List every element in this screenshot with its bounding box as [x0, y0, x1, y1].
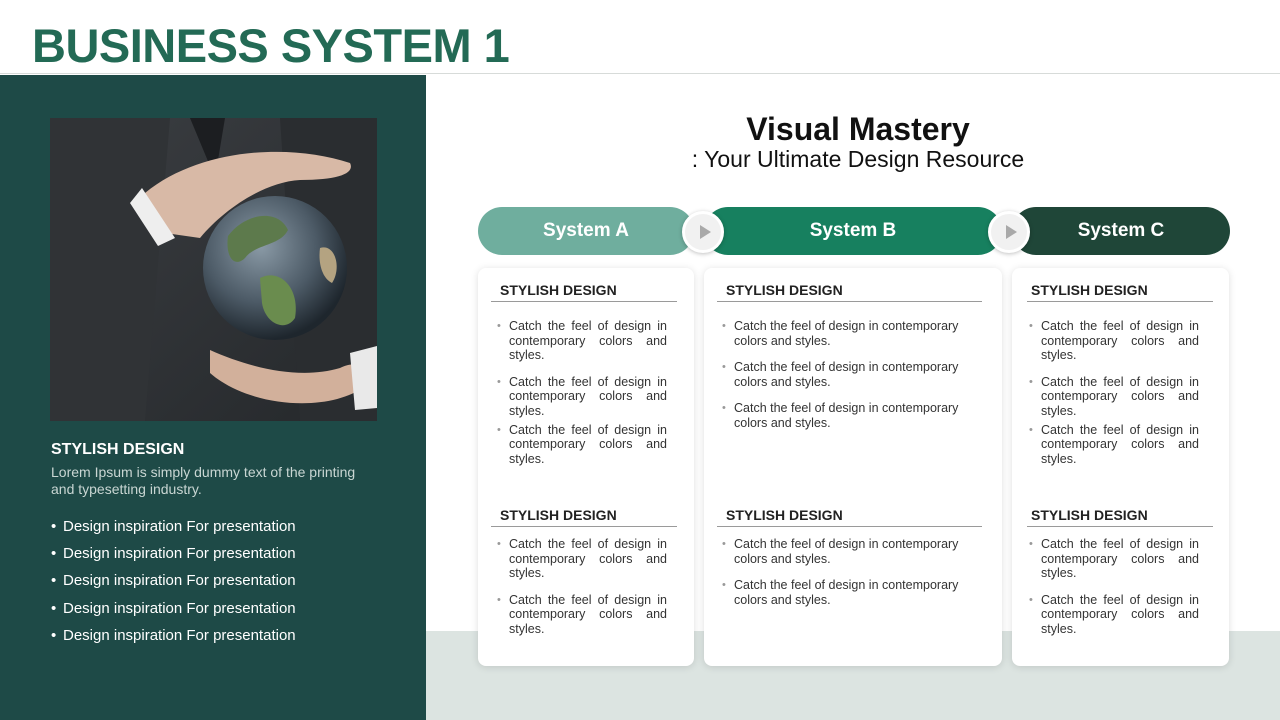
title-divider: [0, 73, 1280, 74]
list-item: •Catch the feel of design in contemporar…: [497, 319, 667, 363]
list-item: •Design inspiration For presentation: [51, 626, 296, 644]
system-a-card: STYLISH DESIGN •Catch the feel of design…: [478, 268, 694, 666]
system-a-pill: System A: [478, 207, 694, 255]
bullet-dot-icon: •: [51, 518, 57, 535]
list-item: •Catch the feel of design in contemporar…: [1029, 374, 1199, 418]
bullet-list: •Catch the feel of design in contemporar…: [497, 319, 667, 466]
list-item: •Design inspiration For presentation: [51, 572, 296, 590]
list-item: •Design inspiration For presentation: [51, 599, 296, 617]
bullet-list: •Catch the feel of design in contemporar…: [1029, 537, 1199, 637]
bullet-dot-icon: •: [51, 626, 57, 644]
section-heading: STYLISH DESIGN: [500, 507, 617, 523]
list-item: •Catch the feel of design in contemporar…: [1029, 319, 1199, 363]
section-heading: STYLISH DESIGN: [1031, 507, 1148, 523]
section-divider: [717, 526, 982, 527]
section-divider: [491, 526, 677, 527]
section-divider: [717, 301, 982, 302]
list-item: •Catch the feel of design in contemporar…: [497, 592, 667, 636]
globe-illustration: [50, 118, 377, 421]
page-title: BUSINESS SYSTEM 1: [32, 19, 510, 72]
section-heading: STYLISH DESIGN: [726, 507, 843, 523]
system-c-pill: System C: [1012, 207, 1230, 255]
section-divider: [1027, 526, 1213, 527]
system-b-pill: System B: [704, 207, 1002, 255]
list-item: •Design inspiration For presentation: [51, 545, 296, 563]
system-c-card: STYLISH DESIGN •Catch the feel of design…: [1012, 268, 1229, 666]
list-item: •Catch the feel of design in contemporar…: [1029, 592, 1199, 636]
list-item: •Catch the feel of design in contemporar…: [497, 374, 667, 418]
left-panel-description: Lorem Ipsum is simply dummy text of the …: [51, 464, 356, 497]
play-arrow-icon: [682, 211, 724, 253]
list-item: •Catch the feel of design in contemporar…: [497, 537, 667, 581]
globe-in-hands-photo: [50, 118, 377, 421]
main-subtitle: : Your Ultimate Design Resource: [691, 146, 1025, 172]
bullet-list: •Catch the feel of design in contemporar…: [1029, 319, 1199, 466]
bullet-dot-icon: •: [51, 572, 57, 590]
bullet-dot-icon: •: [51, 599, 57, 617]
play-arrow-icon: [988, 211, 1030, 253]
list-item: •Design inspiration For presentation: [51, 518, 296, 535]
bullet-list: •Catch the feel of design in contemporar…: [497, 537, 667, 637]
left-panel-list: •Design inspiration For presentation •De…: [51, 518, 296, 654]
list-item: •Catch the feel of design in contemporar…: [1029, 422, 1199, 466]
main-title: Visual Mastery: [746, 111, 970, 147]
list-item: •Catch the feel of design in contemporar…: [722, 360, 959, 389]
list-item: •Catch the feel of design in contemporar…: [722, 319, 959, 348]
bullet-list: •Catch the feel of design in contemporar…: [722, 319, 969, 431]
left-panel: STYLISH DESIGN Lorem Ipsum is simply dum…: [0, 75, 426, 720]
bullet-list: •Catch the feel of design in contemporar…: [722, 537, 969, 607]
bullet-dot-icon: •: [51, 545, 57, 563]
system-b-card: STYLISH DESIGN •Catch the feel of design…: [704, 268, 1002, 666]
section-heading: STYLISH DESIGN: [500, 282, 617, 298]
section-divider: [491, 301, 677, 302]
section-heading: STYLISH DESIGN: [726, 282, 843, 298]
list-item: •Catch the feel of design in contemporar…: [722, 401, 959, 430]
list-item: •Catch the feel of design in contemporar…: [497, 422, 667, 466]
list-item: •Catch the feel of design in contemporar…: [1029, 537, 1199, 581]
section-divider: [1027, 301, 1213, 302]
list-item: •Catch the feel of design in contemporar…: [722, 537, 959, 566]
list-item: •Catch the feel of design in contemporar…: [722, 578, 959, 607]
section-heading: STYLISH DESIGN: [1031, 282, 1148, 298]
left-panel-heading: STYLISH DESIGN: [51, 441, 185, 458]
